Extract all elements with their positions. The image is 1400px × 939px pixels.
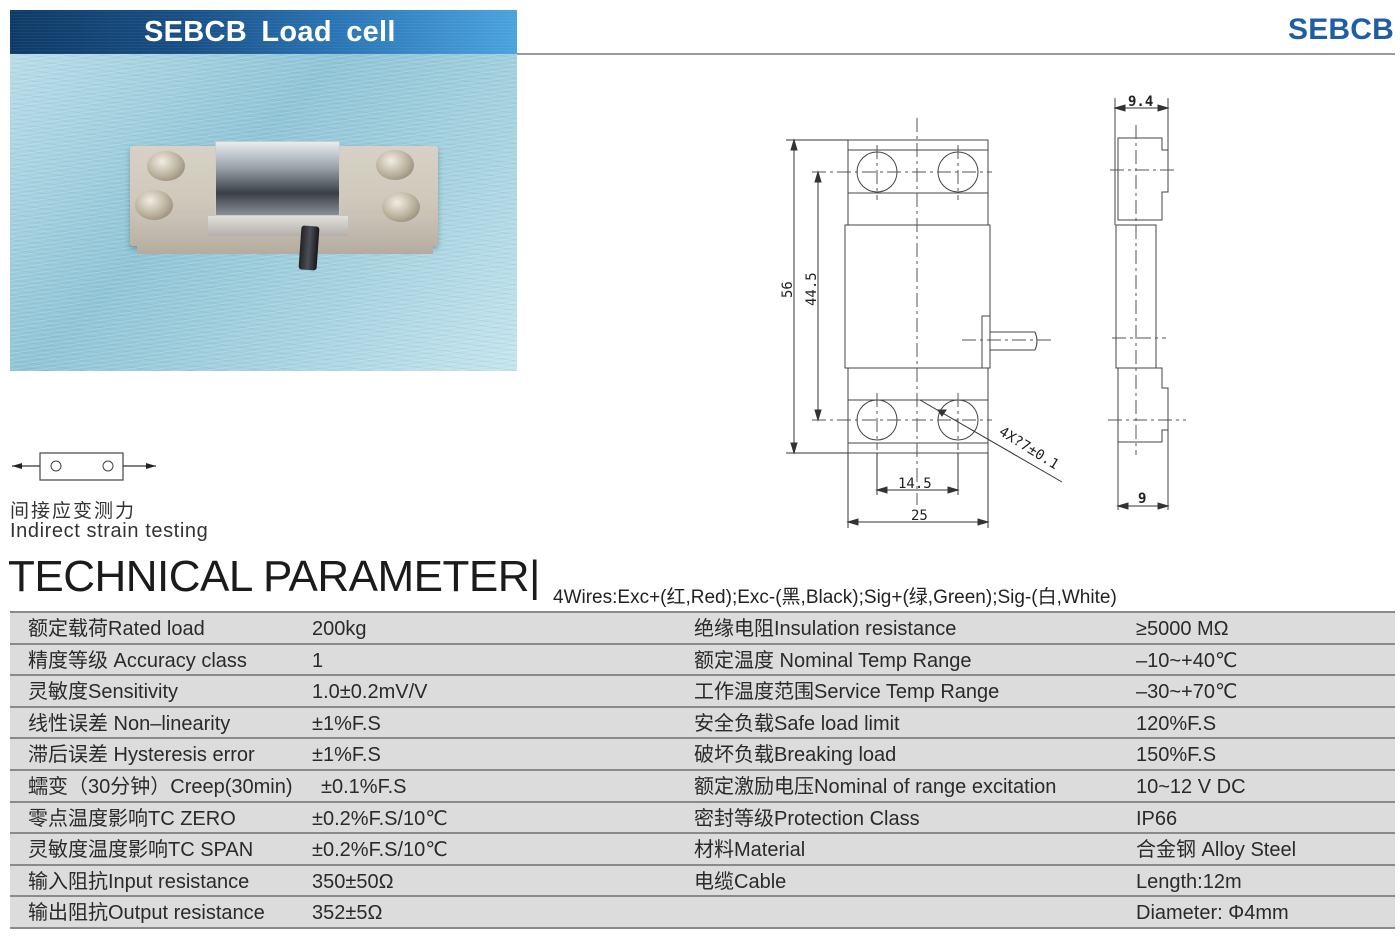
mounting-hole-icon (382, 192, 420, 222)
param-value: IP66 (1136, 807, 1178, 830)
table-row: 滞后误差 Hysteresis error ±1%F.S 破坏负载Breakin… (10, 739, 1395, 771)
param-label: 额定激励电压Nominal of range excitation (694, 775, 1057, 798)
dim-hole-spacing-horizontal: 14.5 (898, 476, 932, 492)
param-value: 10~12 V DC (1136, 775, 1246, 798)
param-label: 滞后误差 Hysteresis error (28, 744, 255, 767)
param-value: 1 (312, 649, 324, 672)
strain-caption-en: Indirect strain testing (10, 520, 209, 542)
table-row: 零点温度影响TC ZERO ±0.2%F.S/10℃ 密封等级Protectio… (10, 802, 1395, 835)
brand-logo-text: SEBCB (1287, 13, 1394, 46)
parameter-table: 额定载荷Rated load 200kg 绝缘电阻Insulation resi… (10, 611, 1395, 929)
param-label: 零点温度影响TC ZERO (28, 807, 236, 830)
dim-hole-callout: 4X?7±0.1 (996, 424, 1062, 473)
param-value: 150%F.S (1136, 744, 1217, 767)
param-value: 1.0±0.2mV/V (312, 681, 428, 704)
param-value: –30~+70℃ (1136, 681, 1238, 704)
table-row: 输出阻抗Output resistance 352±5Ω Diameter: Φ… (10, 897, 1395, 929)
param-value: 120%F.S (1136, 712, 1217, 735)
dim-hole-spacing-vertical: 44.5 (804, 272, 820, 306)
param-value: 合金钢 Alloy Steel (1136, 839, 1297, 862)
param-label: 绝缘电阻Insulation resistance (694, 618, 957, 640)
param-label: 输出阻抗Output resistance (28, 902, 265, 925)
param-value: ≥5000 MΩ (1136, 618, 1229, 640)
strain-gauge-plate (215, 141, 340, 216)
param-label: 灵敏度Sensitivity (28, 681, 179, 704)
param-value: ±0.2%F.S/10℃ (312, 839, 448, 862)
table-row: 蠕变（30分钟）Creep(30min) ±0.1%F.S 额定激励电压Nomi… (10, 770, 1395, 803)
table-row: 线性误差 Non–linearity ±1%F.S 安全负载Safe load … (10, 707, 1395, 740)
param-value: 350±50Ω (312, 870, 394, 893)
wire-color-legend: 4Wires:Exc+(红,Red);Exc-(黑,Black);Sig+(绿,… (553, 587, 1117, 608)
param-value: –10~+40℃ (1136, 649, 1238, 672)
dim-side-top-width: 9.4 (1128, 94, 1153, 110)
param-label: 输入阻抗Input resistance (28, 870, 250, 893)
dim-side-bottom-width: 9 (1138, 491, 1146, 507)
dim-overall-height: 56 (780, 281, 796, 298)
title-banner: SEBCB Load cell (10, 10, 517, 54)
table-row: 精度等级 Accuracy class 1 额定温度 Nominal Temp … (10, 644, 1395, 677)
strain-direction-diagram (12, 452, 156, 481)
dim-overall-width: 25 (911, 508, 928, 524)
strain-caption-cn: 间接应变测力 (10, 501, 137, 522)
load-cell-band (208, 216, 348, 236)
table-row: 灵敏度Sensitivity 1.0±0.2mV/V 工作温度范围Service… (10, 676, 1395, 708)
param-label: 额定温度 Nominal Temp Range (694, 649, 972, 672)
mounting-hole-icon (376, 150, 414, 180)
header-divider (517, 53, 1395, 55)
param-label: 安全负载Safe load limit (694, 712, 900, 735)
mounting-hole-icon (135, 190, 173, 220)
product-photo (10, 54, 517, 371)
technical-parameter-heading: TECHNICAL PARAMETER| (8, 552, 540, 601)
side-view-drawing: 9.4 9 (1108, 94, 1186, 510)
param-label: 破坏负载Breaking load (694, 744, 897, 767)
param-label: 工作温度范围Service Temp Range (694, 681, 1000, 704)
param-value: 200kg (312, 618, 367, 640)
param-label: 灵敏度温度影响TC SPAN (28, 839, 254, 862)
param-value: ±0.2%F.S/10℃ (312, 807, 448, 830)
param-label: 线性误差 Non–linearity (28, 712, 231, 735)
param-value: ±1%F.S (312, 744, 381, 767)
param-value: Length:12m (1136, 870, 1242, 893)
cable-icon (298, 225, 320, 271)
param-value: Diameter: Φ4mm (1136, 902, 1289, 925)
front-view-drawing: 56 44.5 14.5 25 4X?7±0.1 (780, 118, 1063, 528)
param-value: ±0.1%F.S (321, 775, 407, 798)
page-title: SEBCB Load cell (144, 15, 396, 48)
table-row: 灵敏度温度影响TC SPAN ±0.2%F.S/10℃ 材料Material 合… (10, 834, 1395, 866)
mounting-hole-icon (147, 151, 185, 181)
param-label: 电缆Cable (694, 870, 787, 893)
param-label: 额定载荷Rated load (28, 618, 205, 640)
param-value: 352±5Ω (312, 902, 383, 925)
param-label: 蠕变（30分钟）Creep(30min) (28, 775, 293, 798)
param-label: 材料Material (694, 839, 806, 862)
param-label: 密封等级Protection Class (694, 807, 920, 830)
table-row: 输入阻抗Input resistance 350±50Ω 电缆Cable Len… (10, 865, 1395, 898)
param-label: 精度等级 Accuracy class (28, 649, 247, 672)
table-row: 额定载荷Rated load 200kg 绝缘电阻Insulation resi… (10, 613, 1395, 645)
param-value: ±1%F.S (312, 712, 381, 735)
